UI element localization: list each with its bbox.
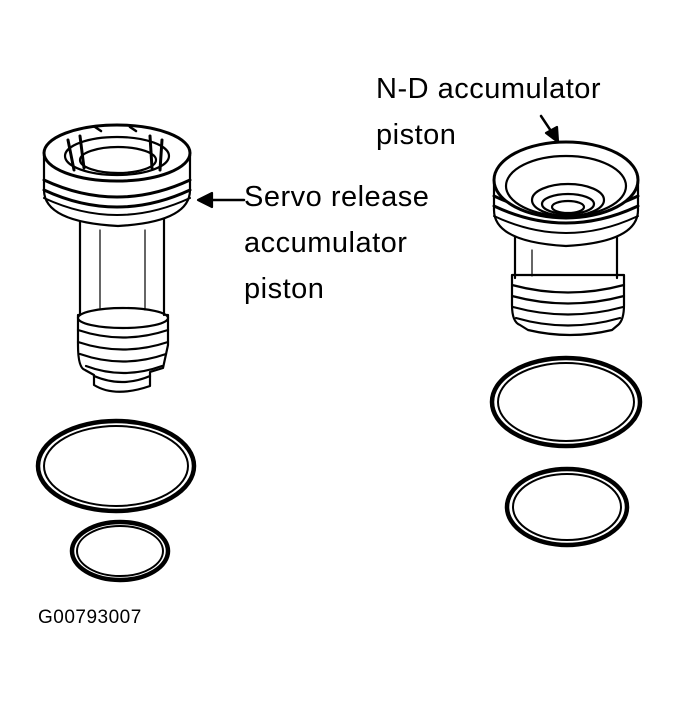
servo-label-line-3: piston bbox=[244, 273, 325, 305]
nd-accumulator-piston bbox=[489, 114, 643, 548]
nd-label-line-1: N-D accumulator bbox=[376, 73, 602, 105]
figure-id: G00793007 bbox=[38, 607, 142, 628]
servo-label-line-2: accumulator bbox=[244, 227, 408, 259]
nd-accumulator-piston-label: N-D accumulator piston bbox=[376, 66, 601, 158]
nd-label-line-2: piston bbox=[376, 119, 457, 151]
servo-release-piston bbox=[35, 123, 246, 583]
servo-release-accumulator-piston-label: Servo release accumulator piston bbox=[244, 174, 429, 312]
servo-label-line-1: Servo release bbox=[244, 181, 430, 213]
